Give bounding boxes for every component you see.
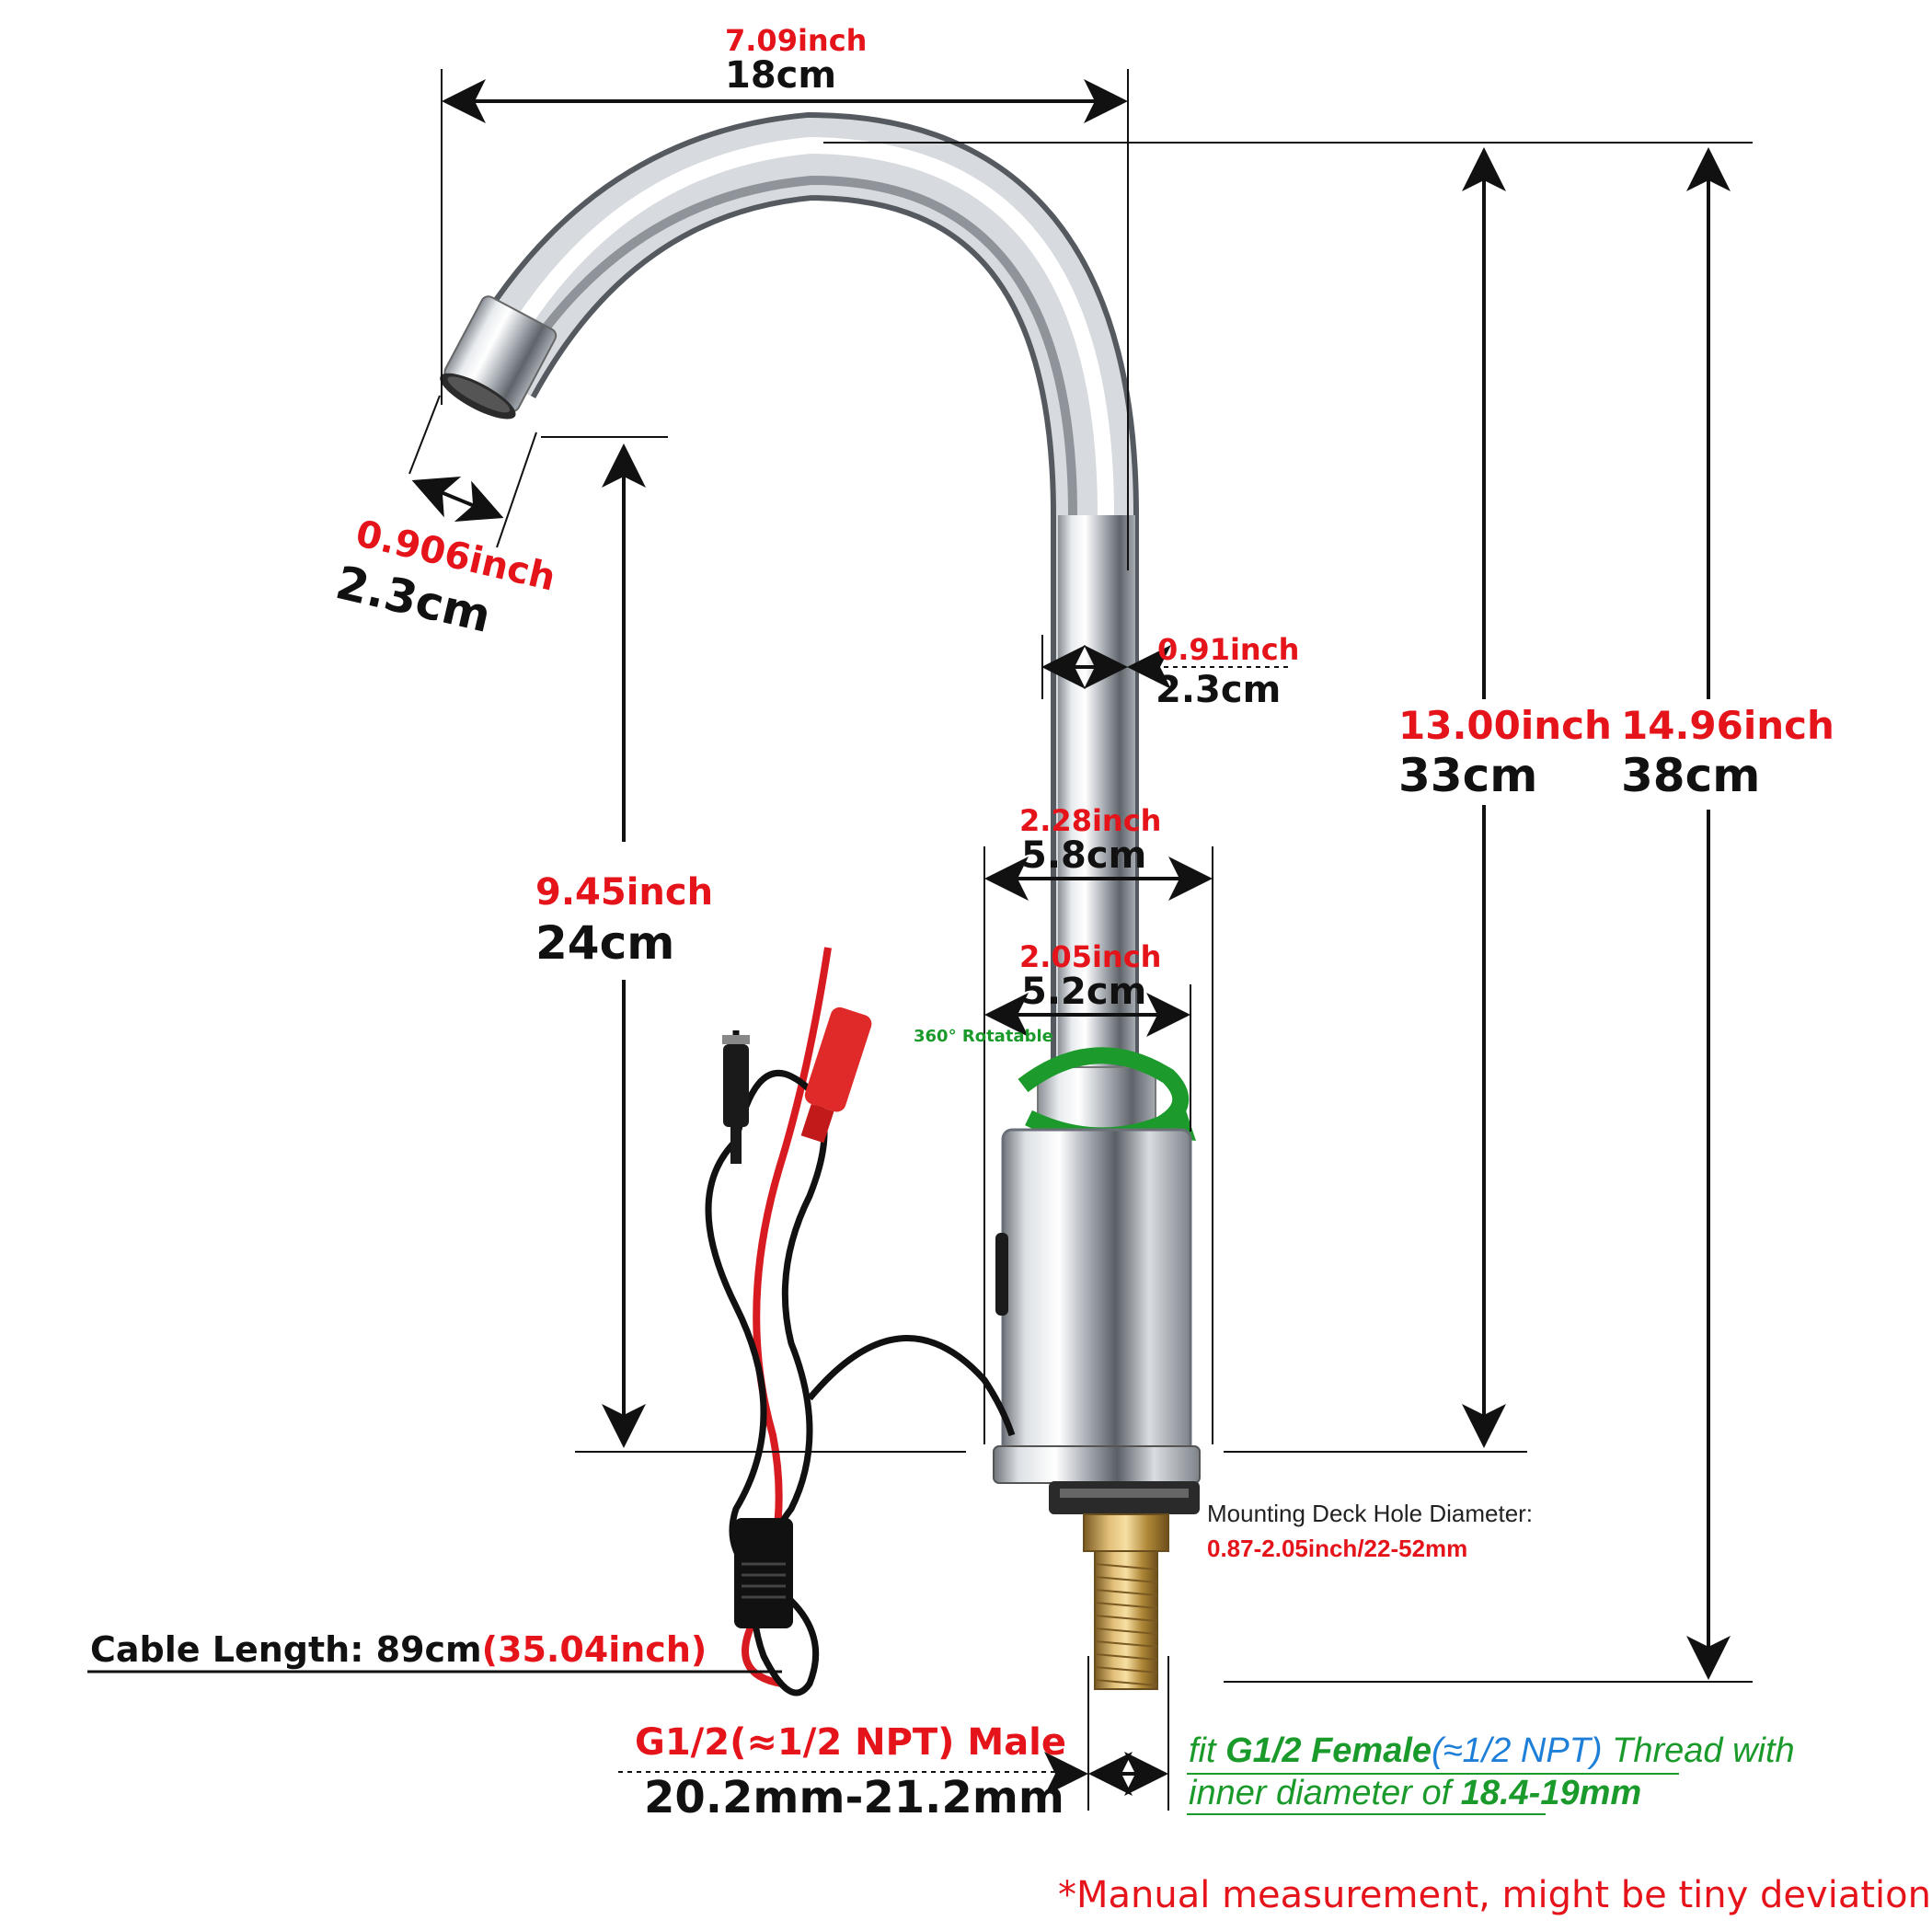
body-height-cm: 33cm (1398, 749, 1538, 802)
fit-thread-bold: G1/2 Female (1225, 1731, 1432, 1770)
cable-length: Cable Length: 89cm(35.04inch) (90, 1632, 707, 1667)
inner-diameter-line: inner diameter of 18.4-19mm (1189, 1774, 1642, 1812)
inline-connector (734, 1518, 793, 1628)
dc-plug (722, 1035, 750, 1164)
spout-reach-cm: 18cm (725, 54, 837, 97)
spout-reach-inch: 7.09inch (725, 23, 868, 58)
pipe-dia-cm: 2.3cm (1156, 669, 1282, 711)
red-connector (800, 1006, 872, 1144)
body-height-inch: 13.00inch (1398, 703, 1612, 748)
base-dia-cm: 5.8cm (1021, 834, 1147, 877)
dimension-lines (408, 69, 1753, 1811)
fit-thread-line: fit G1/2 Female(≈1/2 NPT) Thread with (1189, 1731, 1795, 1770)
body-base (993, 1445, 1201, 1484)
sensor-window (995, 1233, 1008, 1316)
cable-length-inch: (35.04inch) (481, 1629, 707, 1670)
spout-height-cm: 24cm (535, 916, 675, 970)
spout-height-inch: 9.45inch (535, 871, 714, 914)
spout-shadow (497, 175, 1077, 1076)
sensor-body (1001, 1128, 1192, 1463)
total-height-cm: 38cm (1621, 749, 1761, 802)
fit-thread-npt: (≈1/2 NPT) (1432, 1731, 1603, 1770)
body-dia-inch: 2.05inch (1019, 939, 1162, 974)
pipe-dia-inch: 0.91inch (1157, 632, 1300, 667)
body-dia-cm: 5.2cm (1021, 971, 1147, 1013)
spout-highlight (489, 136, 1114, 1076)
male-thread-title: G1/2(≈1/2 NPT) Male (635, 1721, 1067, 1764)
total-height-inch: 14.96inch (1621, 703, 1834, 748)
inner-diameter-value: 18.4-19mm (1460, 1774, 1642, 1812)
cable-length-label: Cable Length: 89cm (90, 1629, 482, 1670)
measurement-note: *Manual measurement, might be tiny devia… (1058, 1874, 1932, 1916)
mounting-title: Mounting Deck Hole Diameter: (1207, 1500, 1534, 1527)
pipe (1058, 515, 1135, 1076)
male-thread-size: 20.2mm-21.2mm (644, 1772, 1064, 1823)
rotatable-label: 360° Rotatable (914, 1027, 1053, 1046)
aerator (440, 295, 558, 420)
base-dia-inch: 2.28inch (1019, 803, 1162, 838)
dimension-arrows (411, 79, 1731, 1796)
brass-nut (1083, 1513, 1169, 1552)
mounting-value: 0.87-2.05inch/22-52mm (1207, 1535, 1468, 1562)
